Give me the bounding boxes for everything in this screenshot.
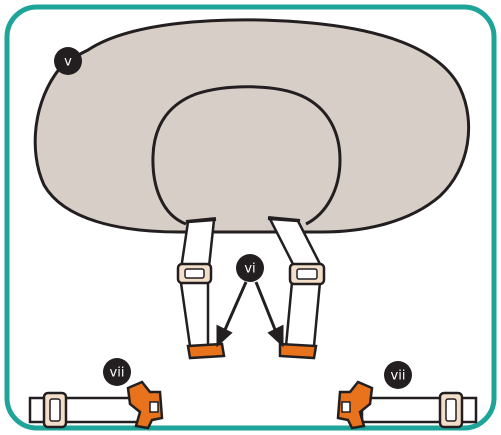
marker-pillow: v <box>54 47 82 75</box>
marker-harness-buckles: vi <box>236 254 264 282</box>
frame-border <box>4 4 497 431</box>
marker-pillow-label: v <box>64 55 72 70</box>
left-strap-slider-hole <box>184 268 205 279</box>
right-waist-clip-window <box>341 401 351 413</box>
marker-harness-buckles-label: vi <box>244 262 255 277</box>
left-waist-clip <box>126 380 164 430</box>
arrow-head-right <box>267 324 284 348</box>
left-waist-strap <box>28 380 164 430</box>
left-waist-clip-window <box>149 401 159 413</box>
marker-left-strap-label: vii <box>110 366 125 381</box>
right-harness-buckle <box>278 342 318 360</box>
arrow-to-left-buckle <box>222 281 248 333</box>
right-strap-lower <box>284 280 322 348</box>
marker-right-strap: vii <box>384 361 412 389</box>
pillow-inner-seam <box>151 85 342 226</box>
left-waist-slider-hole <box>49 398 61 422</box>
marker-right-strap-circle <box>384 361 412 389</box>
left-strap-lower <box>178 274 210 348</box>
arrow-to-right-buckle <box>254 281 278 333</box>
left-harness-buckle <box>186 342 226 360</box>
right-waist-clip <box>336 380 374 430</box>
marker-left-strap: vii <box>103 358 131 386</box>
right-waist-strap <box>336 380 478 430</box>
head-pillow <box>33 18 471 234</box>
pointer-arrows <box>216 281 284 348</box>
right-waist-slider-hole <box>445 398 457 422</box>
marker-right-strap-label: vii <box>391 369 406 384</box>
marker-left-strap-circle <box>103 358 131 386</box>
marker-harness-buckles-circle <box>236 254 264 282</box>
marker-pillow-circle <box>54 47 82 75</box>
right-harness-strap <box>267 216 326 348</box>
left-harness-strap <box>176 217 217 348</box>
right-strap-slider-hole <box>296 268 318 280</box>
arrow-head-left <box>216 324 233 348</box>
pillow-outer <box>33 18 471 234</box>
